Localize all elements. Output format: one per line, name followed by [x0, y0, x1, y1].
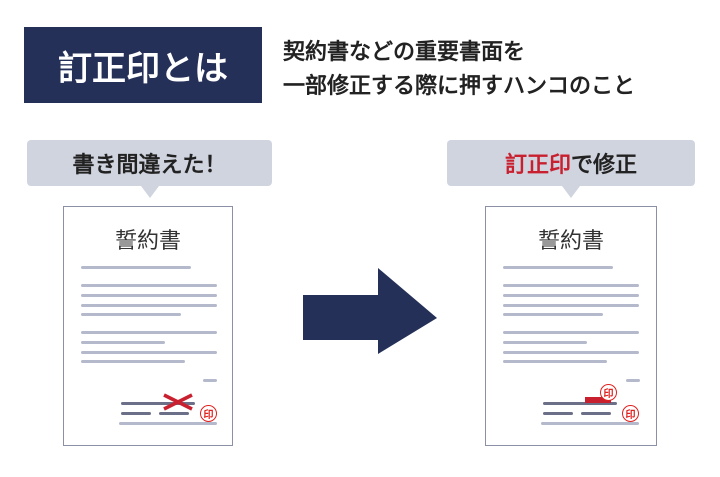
right-speech-bubble: 訂正印で修正: [447, 140, 695, 198]
document-title: 誓約書: [537, 229, 604, 254]
document-title: 誓約書: [114, 229, 181, 254]
right-bubble-highlight: 訂正印: [504, 153, 571, 178]
correction-seal-stamp-icon: 印: [600, 384, 617, 401]
description-line-2: 一部修正する際に押すハンコのこと: [283, 74, 636, 99]
left-bubble-text: 書き間違えた！: [72, 153, 227, 178]
strikethrough-x-icon: [163, 393, 193, 411]
description-line-1: 契約書などの重要書面を: [283, 40, 526, 65]
left-speech-bubble: 書き間違えた！: [27, 140, 272, 198]
title-box: 訂正印とは: [24, 27, 262, 103]
document-after: 誓約書 印 印: [485, 206, 657, 446]
seal-stamp-icon: 印: [200, 405, 217, 422]
title: 訂正印とは: [58, 48, 228, 89]
right-bubble-text: で修正: [571, 153, 638, 178]
right-arrow-icon: [303, 268, 437, 354]
document-before: 誓約書 印: [63, 206, 233, 446]
seal-stamp-icon: 印: [622, 405, 639, 422]
correction-double-line: [585, 397, 611, 403]
